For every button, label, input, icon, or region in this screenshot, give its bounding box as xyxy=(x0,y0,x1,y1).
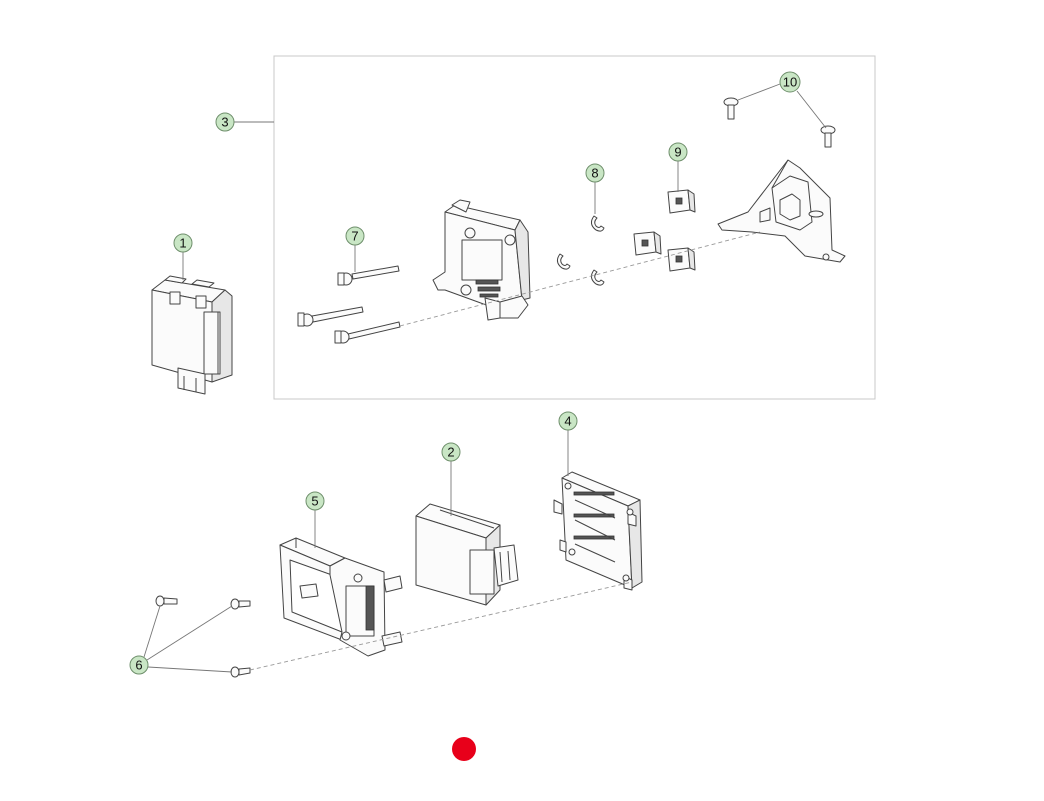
callout-1-label: 1 xyxy=(179,236,186,251)
callout-3-label: 3 xyxy=(221,115,228,130)
triangular-bracket[interactable] xyxy=(717,159,846,263)
callout-6[interactable]: 6 xyxy=(129,655,149,675)
part-6-screws[interactable] xyxy=(155,595,251,678)
part-5-frame-bracket[interactable] xyxy=(279,537,403,657)
part-1-control-module[interactable] xyxy=(151,275,233,395)
callout-8-label: 8 xyxy=(591,166,598,181)
part-4-plate[interactable] xyxy=(553,471,643,591)
callout-5-label: 5 xyxy=(311,494,318,509)
callout-7[interactable]: 7 xyxy=(345,226,365,246)
callout-10-label: 10 xyxy=(783,75,797,90)
callout-3[interactable]: 3 xyxy=(215,112,235,132)
part-8-clips[interactable] xyxy=(556,215,605,286)
callout-1[interactable]: 1 xyxy=(173,233,193,253)
part-9-retainers[interactable] xyxy=(633,189,696,272)
callout-10[interactable]: 10 xyxy=(779,71,801,93)
leader-lines xyxy=(143,83,827,673)
callout-5[interactable]: 5 xyxy=(305,491,325,511)
callout-9[interactable]: 9 xyxy=(668,142,688,162)
part-7-bolts[interactable] xyxy=(297,265,401,344)
callout-7-label: 7 xyxy=(351,229,358,244)
assembly-axis-upper xyxy=(399,231,761,327)
callout-8[interactable]: 8 xyxy=(585,163,605,183)
callout-4-label: 4 xyxy=(564,414,571,429)
mounting-bracket-center[interactable] xyxy=(432,199,531,321)
part-2-electronic-unit[interactable] xyxy=(415,503,519,606)
assembly-axis-lower xyxy=(249,581,633,671)
callout-2-label: 2 xyxy=(447,445,454,460)
part-10-screws[interactable] xyxy=(723,97,836,148)
callout-2[interactable]: 2 xyxy=(441,442,461,462)
sub-assembly-frame xyxy=(273,55,876,400)
callout-9-label: 9 xyxy=(674,145,681,160)
callout-4[interactable]: 4 xyxy=(558,411,578,431)
record-dot-icon[interactable] xyxy=(452,737,476,761)
callout-6-label: 6 xyxy=(135,658,142,673)
